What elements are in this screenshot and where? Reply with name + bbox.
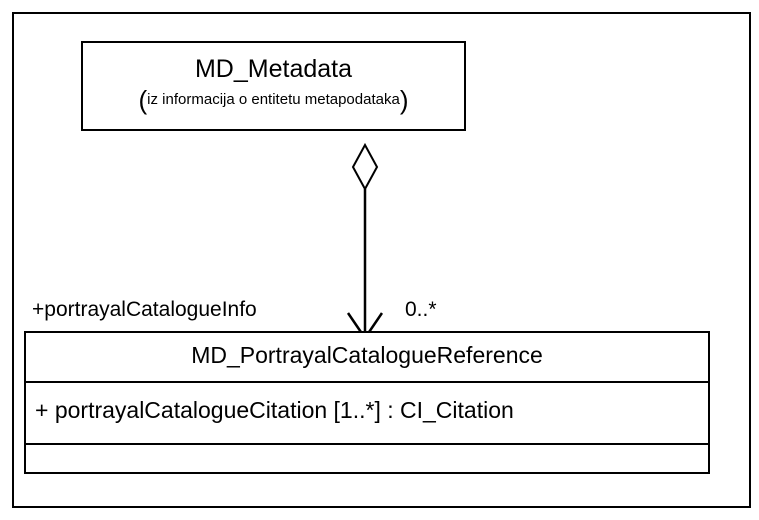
close-paren: ) (399, 85, 409, 115)
md-metadata-class-name: MD_Metadata (194, 55, 353, 83)
portrayal-class-attribute: + portrayalCatalogueCitation [1..*] : CI… (26, 383, 708, 445)
md-metadata-subtitle: (iz informacija o entitetu metapodataka) (83, 85, 464, 115)
portrayal-class-name: MD_PortrayalCatalogueReference (26, 333, 708, 383)
portrayal-class-operations-compartment (26, 445, 708, 472)
open-paren: ( (138, 85, 148, 115)
md-metadata-class: MD_Metadata (iz informacija o entitetu m… (81, 41, 466, 131)
aggregation-diamond-icon (351, 142, 379, 192)
association-role-name: +portrayalCatalogueInfo (32, 298, 257, 321)
md-metadata-subtitle-text: iz informacija o entitetu metapodataka (147, 91, 400, 108)
portrayal-catalogue-reference-class: MD_PortrayalCatalogueReference + portray… (24, 331, 710, 474)
association-multiplicity: 0..* (405, 298, 437, 321)
